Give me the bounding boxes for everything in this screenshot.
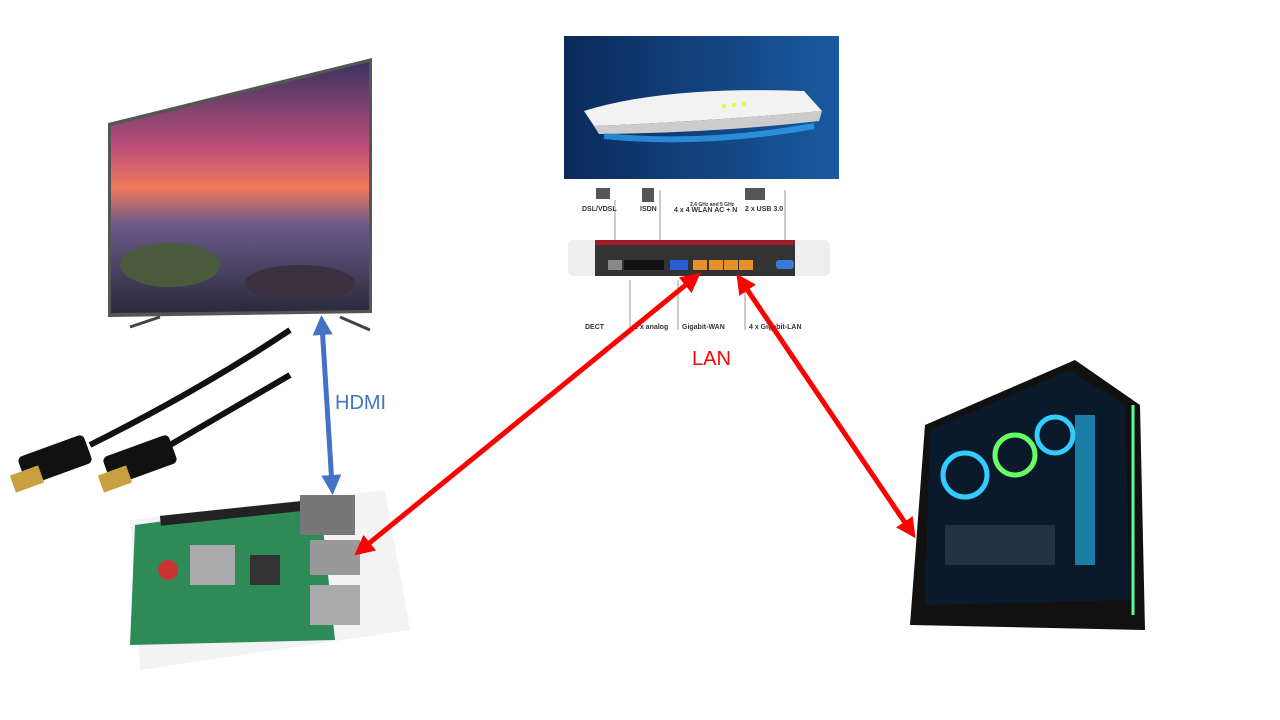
spec-dsl: DSL/VDSL bbox=[582, 206, 617, 213]
spec-usb: 2 x USB 3.0 bbox=[745, 206, 783, 213]
tv-image bbox=[108, 58, 372, 332]
spec-wan: Gigabit-WAN bbox=[682, 324, 725, 331]
lan-label: LAN bbox=[692, 348, 731, 370]
hdmi-label: HDMI bbox=[335, 392, 387, 414]
spec-wlan: 4 x 4 WLAN AC + N bbox=[674, 207, 737, 214]
hdmi-arrow bbox=[312, 315, 342, 495]
router-photo bbox=[564, 36, 839, 179]
spec-isdn: ISDN bbox=[640, 206, 657, 213]
lan-arrow-pi bbox=[354, 272, 701, 556]
lan-arrow-pc bbox=[736, 273, 916, 539]
hdmi-cable-image bbox=[9, 327, 292, 493]
spec-wlan-band: 2,4 GHz and 5 GHz bbox=[690, 202, 735, 208]
raspberry-pi-image bbox=[130, 490, 410, 670]
gaming-pc-image bbox=[910, 360, 1145, 630]
